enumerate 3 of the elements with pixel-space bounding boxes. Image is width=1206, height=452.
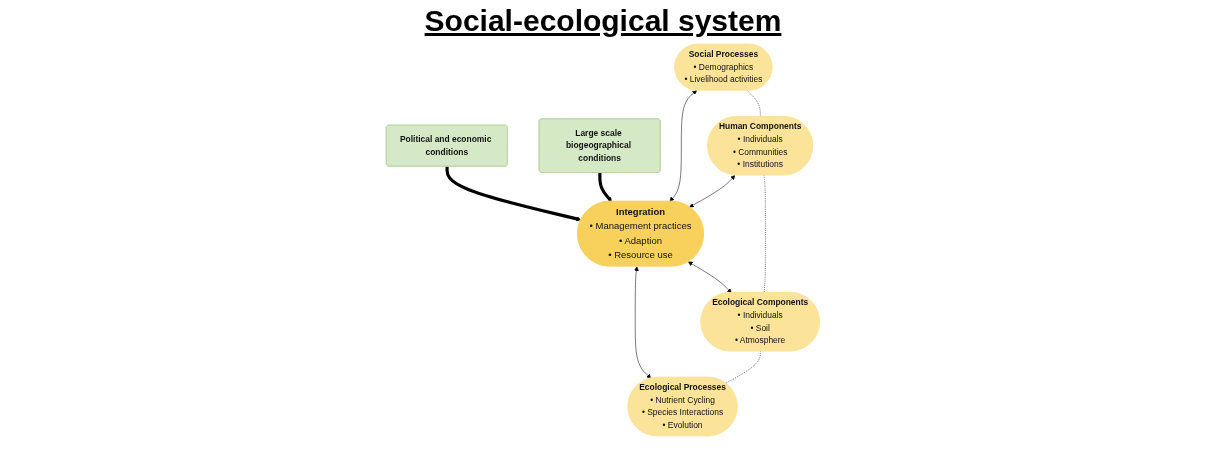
arrow [445,166,582,222]
diagram-title: Social-ecological system [423,4,783,38]
arrow [598,172,613,202]
